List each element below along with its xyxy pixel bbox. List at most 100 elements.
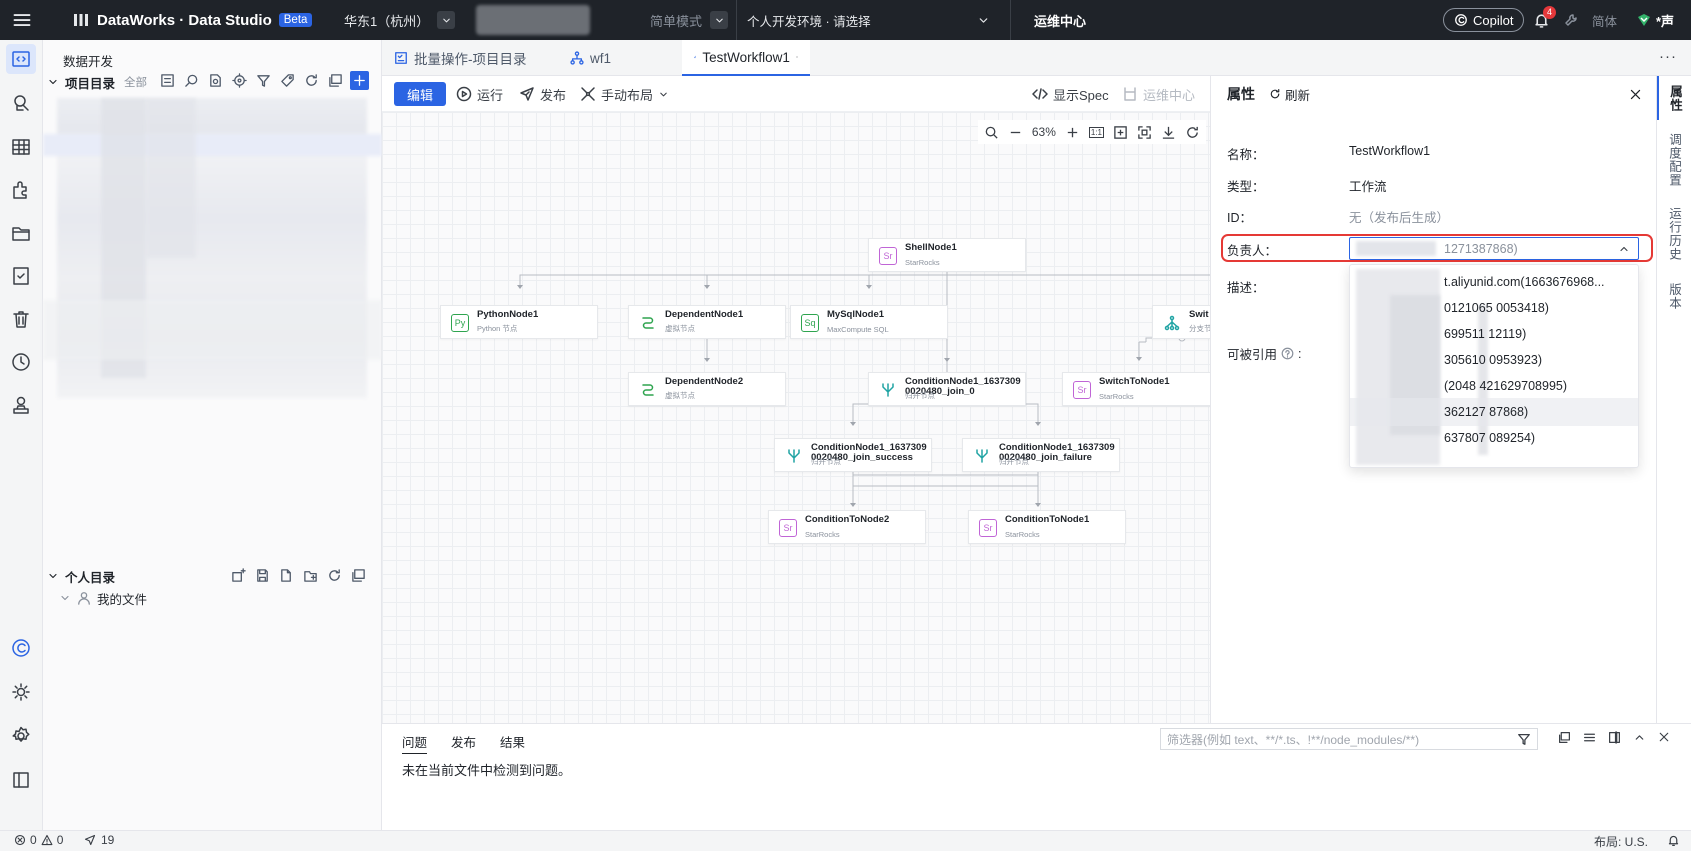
my-files-item[interactable]: 我的文件 bbox=[59, 588, 147, 608]
clock-icon[interactable] bbox=[6, 347, 36, 377]
ops-center-link[interactable]: 运维中心 bbox=[1034, 13, 1087, 29]
batch-select-icon[interactable] bbox=[158, 71, 176, 89]
sidebar-toggle-icon[interactable] bbox=[6, 765, 36, 795]
search-icon[interactable] bbox=[182, 71, 200, 89]
side-tab-properties[interactable]: 属性 bbox=[1657, 76, 1691, 120]
project-dir-header[interactable]: 项目目录 全部 bbox=[47, 71, 377, 93]
show-spec-button[interactable]: 显示Spec bbox=[1032, 76, 1109, 112]
filter-icon[interactable] bbox=[1517, 732, 1531, 746]
layout-menu[interactable]: 手动布局 bbox=[580, 76, 669, 112]
workflow-canvas[interactable]: 63% 1:1 Sr ShellNode1 StarRocks Py Pytho… bbox=[382, 112, 1210, 723]
owner-option[interactable]: 0121065 0053418) bbox=[1444, 301, 1549, 315]
bell-icon[interactable] bbox=[1667, 834, 1680, 847]
component-icon[interactable] bbox=[6, 175, 36, 205]
collapse-icon[interactable] bbox=[1558, 731, 1571, 744]
actual-size-button[interactable]: 1:1 bbox=[1088, 126, 1104, 138]
user-menu[interactable]: *声 bbox=[1636, 0, 1674, 40]
table-icon[interactable] bbox=[6, 132, 36, 162]
side-tab-versions[interactable]: 版本 bbox=[1667, 282, 1681, 310]
owner-option[interactable]: (2048 421629708995) bbox=[1444, 379, 1568, 393]
chevron-up-icon[interactable] bbox=[1633, 731, 1646, 744]
python-node[interactable]: Py PythonNode1 Python 节点 bbox=[440, 305, 598, 339]
trash-icon[interactable] bbox=[6, 304, 36, 334]
filter-input[interactable]: 筛选器(例如 text、**/*.ts、!**/node_modules/**) bbox=[1160, 728, 1538, 750]
side-tab-schedule[interactable]: 调度配置 bbox=[1667, 133, 1681, 187]
owner-option-selected[interactable]: 362127 87868) bbox=[1350, 398, 1638, 426]
publish-button[interactable]: 发布 bbox=[519, 76, 566, 112]
project-scope[interactable]: 全部 bbox=[124, 77, 148, 89]
theme-icon[interactable] bbox=[6, 677, 36, 707]
refresh-icon[interactable] bbox=[325, 566, 343, 584]
workspace-select[interactable] bbox=[476, 0, 590, 40]
owner-option[interactable]: t.aliyunid.com(1663676968... bbox=[1444, 275, 1605, 289]
side-tab-run-history[interactable]: 运行历史 bbox=[1667, 207, 1681, 261]
save-icon[interactable] bbox=[253, 566, 271, 584]
tab-wf1[interactable]: wf1 bbox=[558, 40, 623, 76]
condition-join-node[interactable]: ConditionNode1_1637309 0020480_join_0 归并… bbox=[868, 372, 1026, 406]
mysql-node[interactable]: Sq MySqlNode1 MaxCompute SQL bbox=[790, 305, 948, 339]
switch-to-node[interactable]: Sr SwitchToNode1 StarRocks bbox=[1062, 372, 1210, 406]
edit-button[interactable]: 编辑 bbox=[394, 82, 447, 106]
close-icon[interactable] bbox=[1658, 731, 1670, 743]
owner-select[interactable]: 1271387868) bbox=[1349, 237, 1639, 260]
zoom-in-icon[interactable] bbox=[1065, 125, 1080, 140]
tab-testworkflow1[interactable]: TestWorkflow1 bbox=[682, 40, 810, 76]
search-file-icon[interactable] bbox=[206, 71, 224, 89]
collapse-all-icon[interactable] bbox=[326, 71, 344, 89]
owner-option[interactable]: 305610 0953923) bbox=[1444, 353, 1543, 367]
filter-icon[interactable] bbox=[254, 71, 272, 89]
code-icon[interactable] bbox=[6, 44, 36, 74]
locate-icon[interactable] bbox=[230, 71, 248, 89]
tab-results[interactable]: 结果 bbox=[500, 736, 526, 750]
copilot-icon[interactable] bbox=[6, 633, 36, 663]
owner-option[interactable]: 637807 089254) bbox=[1444, 431, 1536, 445]
user-stamp-icon[interactable] bbox=[6, 390, 36, 420]
fit-view-icon[interactable] bbox=[1113, 125, 1128, 140]
refresh-button[interactable]: 刷新 bbox=[1269, 85, 1310, 104]
tag-icon[interactable] bbox=[278, 71, 296, 89]
tool-icon[interactable] bbox=[1563, 0, 1579, 40]
new-node-icon[interactable] bbox=[229, 566, 247, 584]
keyboard-layout[interactable]: 布局: U.S. bbox=[1594, 835, 1649, 849]
download-icon[interactable] bbox=[1161, 125, 1176, 140]
condition-success-node[interactable]: ConditionNode1_1637309 0020480_join_succ… bbox=[774, 438, 932, 472]
shell-node[interactable]: Sr ShellNode1 StarRocks bbox=[868, 238, 1026, 272]
new-file-icon[interactable] bbox=[277, 566, 295, 584]
data-map-icon[interactable] bbox=[6, 88, 36, 118]
condition-to-node-2[interactable]: Sr ConditionToNode2 StarRocks bbox=[768, 510, 926, 544]
notifications-button[interactable]: 4 bbox=[1533, 0, 1556, 40]
menu-icon[interactable] bbox=[12, 0, 34, 40]
split-panel-icon[interactable] bbox=[1608, 731, 1621, 744]
dependent-node-1[interactable]: DependentNode1 虚拟节点 bbox=[628, 305, 786, 339]
refresh-icon[interactable] bbox=[1185, 125, 1200, 140]
run-button[interactable]: 运行 bbox=[456, 76, 503, 112]
new-folder-icon[interactable] bbox=[301, 566, 319, 584]
tab-publish[interactable]: 发布 bbox=[451, 736, 477, 750]
help-icon[interactable] bbox=[1281, 347, 1294, 360]
language-switch[interactable]: 简体 bbox=[1592, 14, 1618, 29]
list-icon[interactable] bbox=[1583, 731, 1596, 744]
switch-node[interactable]: Swit 分支节 bbox=[1152, 305, 1210, 339]
dependent-node-2[interactable]: DependentNode2 虚拟节点 bbox=[628, 372, 786, 406]
tab-batch-ops[interactable]: 批量操作-项目目录 bbox=[382, 40, 539, 76]
env-select[interactable]: 个人开发环境 · 请选择 bbox=[736, 0, 990, 40]
zoom-out-icon[interactable] bbox=[1008, 125, 1023, 140]
add-icon[interactable] bbox=[350, 71, 369, 90]
copilot-button[interactable]: Copilot bbox=[1443, 0, 1525, 40]
tab-problems[interactable]: 问题 bbox=[402, 732, 428, 754]
folder-icon[interactable] bbox=[6, 218, 36, 248]
settings-icon[interactable] bbox=[6, 721, 36, 751]
brand[interactable]: DataWorks · Data Studio Beta bbox=[72, 0, 313, 40]
region-select[interactable]: 华东1（杭州） bbox=[344, 0, 456, 40]
condition-failure-node[interactable]: ConditionNode1_1637309 0020480_join_fail… bbox=[962, 438, 1120, 472]
more-icon[interactable]: ··· bbox=[1659, 48, 1677, 65]
close-icon[interactable] bbox=[1629, 88, 1642, 101]
mode-select[interactable]: 简单模式 bbox=[650, 0, 729, 40]
owner-option[interactable]: 699511 12119) bbox=[1444, 327, 1527, 341]
ops-center-button[interactable]: 运维中心 bbox=[1122, 76, 1195, 112]
close-icon[interactable] bbox=[796, 51, 798, 63]
search-icon[interactable] bbox=[984, 125, 999, 140]
problems-status[interactable]: 0 0 bbox=[14, 833, 63, 847]
refresh-icon[interactable] bbox=[302, 71, 320, 89]
fullscreen-icon[interactable] bbox=[1137, 125, 1152, 140]
